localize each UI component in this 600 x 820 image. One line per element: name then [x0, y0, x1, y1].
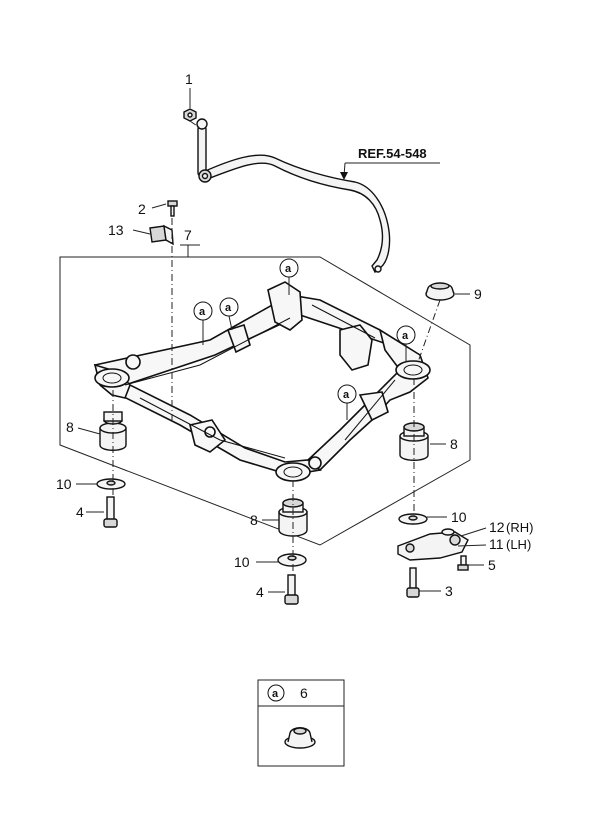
- assembly-boundary: [59, 256, 471, 546]
- callout-5: 5: [488, 557, 496, 573]
- bolt-part-2: [167, 200, 178, 217]
- cap-part-9: [425, 282, 455, 301]
- callout-10-bottom: 10: [234, 554, 250, 570]
- callout-8-bottom: 8: [250, 512, 258, 528]
- callout-4-bottom: 4: [256, 584, 264, 600]
- bracket-part-11-12: [397, 528, 469, 561]
- legend-letter: a: [272, 688, 279, 700]
- callout-12: 12: [489, 519, 505, 535]
- stabilizer-bar: [202, 154, 391, 274]
- front-subframe: [93, 281, 431, 482]
- callout-10-left: 10: [56, 476, 72, 492]
- stabilizer-link: [196, 118, 212, 183]
- bushing-part-13: [149, 224, 174, 246]
- callout-10-right: 10: [451, 509, 467, 525]
- bolt-part-4-left: [103, 496, 118, 528]
- callout-9: 9: [474, 286, 482, 302]
- bushing-part-8-left: [99, 411, 127, 451]
- callout-3: 3: [445, 583, 453, 599]
- callout-2: 2: [138, 201, 146, 217]
- legend-marker: [267, 684, 285, 702]
- washer-part-10-bottom: [277, 553, 307, 567]
- marker-a-2: a: [193, 301, 213, 345]
- callout-11-suffix: (LH): [506, 537, 531, 552]
- callout-8-left: 8: [66, 419, 74, 435]
- legend-box: a 6: [257, 679, 345, 767]
- marker-a-1: a: [279, 258, 299, 295]
- callout-8-right: 8: [450, 436, 458, 452]
- bolt-part-4-bottom: [284, 574, 299, 605]
- callout-4-left: 4: [76, 504, 84, 520]
- svg-text:a: a: [199, 306, 206, 318]
- svg-text:a: a: [225, 302, 232, 314]
- bolt-part-3: [406, 567, 420, 598]
- svg-text:a: a: [402, 330, 409, 342]
- callout-11: 11: [489, 536, 504, 552]
- grommet-part-6: [284, 727, 316, 749]
- callout-13: 13: [108, 222, 124, 238]
- bolt-part-5: [457, 555, 469, 571]
- washer-part-10-right: [398, 513, 428, 525]
- svg-text:a: a: [285, 263, 292, 275]
- svg-text:a: a: [343, 389, 350, 401]
- callout-12-suffix: (RH): [506, 520, 533, 535]
- marker-a-4: a: [396, 325, 416, 362]
- marker-a-3: a: [219, 297, 239, 331]
- washer-part-10-left: [96, 478, 126, 490]
- callout-1: 1: [185, 71, 193, 87]
- reference-label: REF.54-548: [358, 146, 427, 161]
- callout-7: 7: [184, 227, 192, 243]
- marker-a-5: a: [337, 384, 357, 420]
- legend-part-number: 6: [300, 685, 308, 701]
- nut-part-1: [183, 108, 197, 122]
